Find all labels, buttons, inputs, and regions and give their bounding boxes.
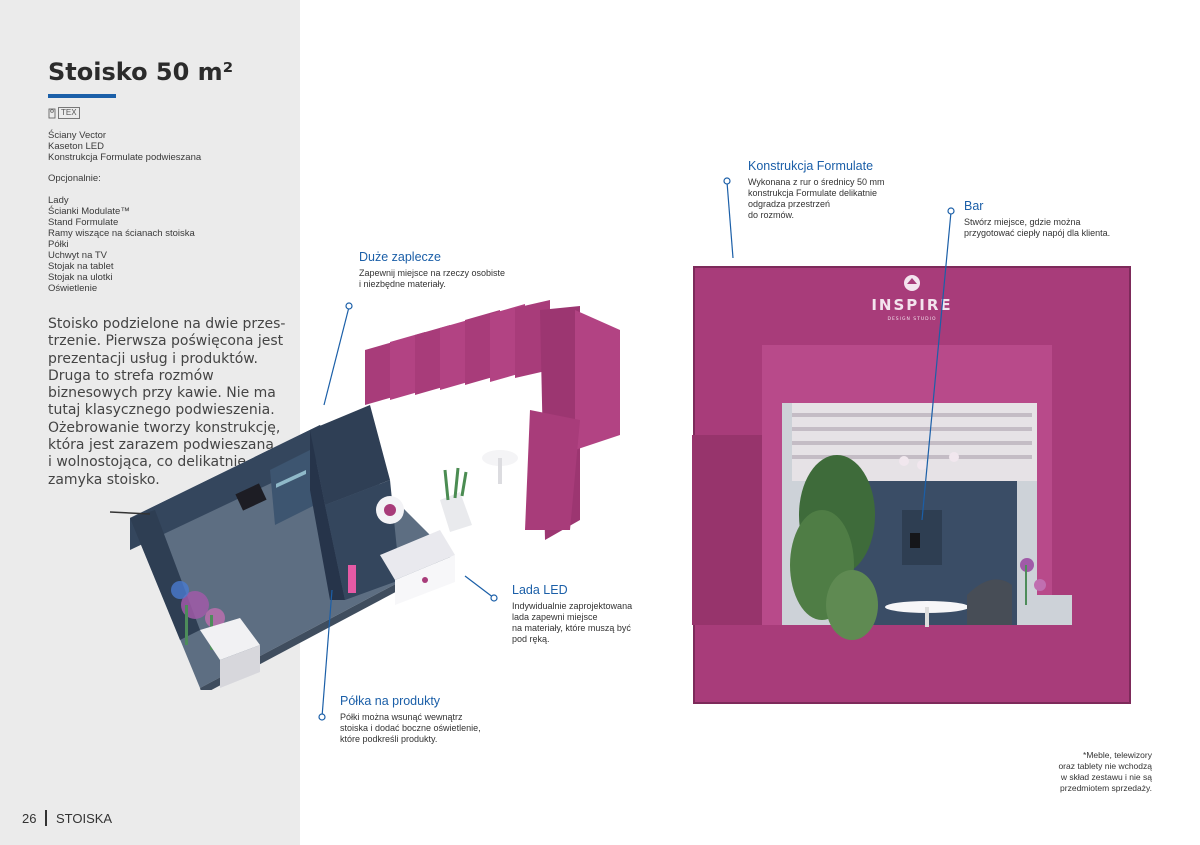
plant-left (790, 455, 878, 640)
formulate-pipe (109, 511, 151, 515)
optional-list: Lady Ścianki Modulate™ Stand Formulate R… (48, 195, 195, 294)
list-item: Półki (48, 239, 69, 250)
callout-text: Półki można wsunąć wewnątrz stoiska i do… (340, 712, 481, 744)
inspire-logo: INSPIRE DESIGN STUDIO (871, 275, 952, 322)
formulate-ribs (365, 300, 620, 540)
callout-title: Duże zaplecze (359, 250, 441, 264)
callout-title: Półka na produkty (340, 694, 441, 708)
fabric-roll-icon (48, 108, 56, 118)
list-item: Stojak na tablet (48, 261, 114, 272)
callout-text: Zapewnij miejsce na rzeczy osobiste i ni… (359, 268, 506, 289)
spec-list: Ściany Vector Kaseton LED Konstrukcja Fo… (48, 130, 201, 163)
page-number: 26 (22, 810, 37, 826)
list-item: Ścianki Modulate™ (48, 206, 130, 217)
callout-bar: Bar Stwórz miejsce, gdzie można przygoto… (964, 199, 1164, 239)
booth-description: Stoisko podzielone na dwie przes-trzenie… (48, 316, 286, 488)
section-name: STOISKA (55, 810, 113, 826)
callout-title: Bar (964, 199, 984, 213)
booth-front-view-image: INSPIRE DESIGN STUDIO (692, 266, 1131, 704)
callout-lada: Lada LED Indywidualnie zaprojektowana la… (512, 583, 682, 645)
title-underline (48, 94, 116, 98)
product-shelves (270, 450, 315, 525)
page-title: Stoisko 50 m² (48, 58, 234, 86)
list-item: Stojak na ulotki (48, 272, 113, 283)
list-item: Oświetlenie (48, 283, 98, 294)
list-item: Ramy wiszące na ścianach stoiska (48, 228, 195, 239)
list-item: Lady (48, 195, 69, 206)
list-item: Stand Formulate (48, 217, 119, 228)
storage-room (310, 405, 390, 505)
plant-box (440, 492, 472, 532)
callout-zaplecze: Duże zaplecze Zapewnij miejsce na rzeczy… (359, 250, 559, 290)
sidebar-panel (0, 0, 300, 845)
callout-text: Stwórz miejsce, gdzie można przygotować … (964, 217, 1111, 238)
list-item: Ściany Vector (48, 130, 107, 141)
disclaimer-note: *Meble, telewizory oraz tablety nie wcho… (1058, 750, 1152, 793)
list-item: Kaseton LED (48, 141, 104, 152)
optional-label: Opcjonalnie: (48, 173, 101, 184)
brand-subtext: DESIGN STUDIO (887, 316, 936, 322)
callout-formulate: Konstrukcja Formulate Wykonana z rur o ś… (748, 159, 938, 221)
list-item: Konstrukcja Formulate podwieszana (48, 152, 202, 163)
tex-label: TEX (58, 107, 80, 119)
brand-text: INSPIRE (871, 296, 952, 314)
floral-right (1020, 558, 1046, 605)
callout-polka: Półka na produkty Półki można wsunąć wew… (340, 694, 540, 745)
callout-text: Indywidualnie zaprojektowana lada zapewn… (512, 601, 633, 644)
callout-title: Konstrukcja Formulate (748, 159, 874, 173)
led-counter (380, 530, 455, 580)
isometric-booth-image (109, 300, 620, 690)
callout-text: Wykonana z rur o średnicy 50 mm konstruk… (748, 177, 885, 220)
booth-back-wall (130, 425, 320, 550)
tex-badge: TEX (48, 107, 80, 119)
booth-floor-edge (200, 555, 452, 690)
list-item: Uchwyt na TV (48, 250, 107, 261)
footer-divider (45, 810, 47, 826)
tv-screen (235, 483, 267, 511)
display-podium (200, 618, 260, 660)
page-footer: 26 STOISKA (22, 810, 112, 826)
callout-title: Lada LED (512, 583, 568, 597)
